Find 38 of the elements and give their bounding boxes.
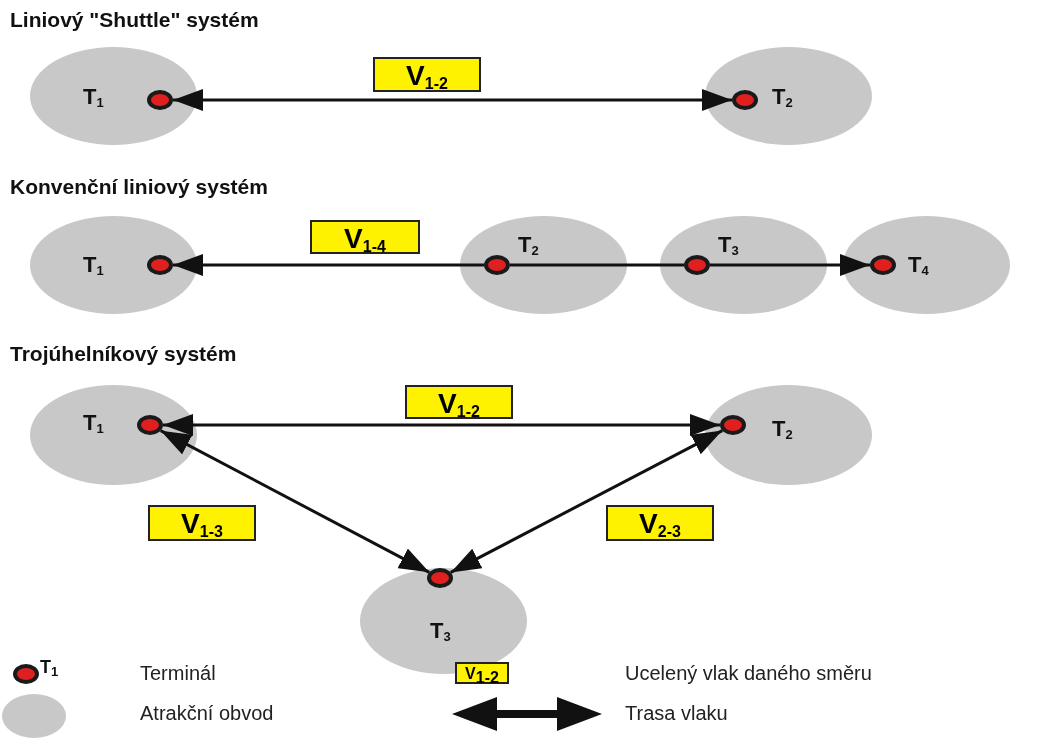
- terminal-label: T$_{1}$: [40, 658, 59, 678]
- section-heading: Trojúhelníkový systém: [10, 342, 237, 366]
- terminal-label: T$_{3}$: [430, 620, 451, 643]
- terminal-label: T$_{1}$: [83, 254, 104, 277]
- edge-label: V$_{1-2}$: [373, 57, 481, 92]
- section-heading: Konvenční liniový systém: [10, 175, 268, 199]
- edge-label: V$_{1-4}$: [310, 220, 420, 254]
- terminal-label: T$_{2}$: [772, 418, 793, 441]
- legend-text: Terminál: [140, 662, 216, 685]
- terminal-dot: [137, 415, 163, 435]
- arrow: [710, 254, 870, 276]
- terminal-label: T$_{2}$: [772, 86, 793, 109]
- arrow: [450, 429, 723, 574]
- terminal-label: T$_{3}$: [718, 234, 739, 257]
- arrow: [160, 429, 430, 574]
- legend-text: Trasa vlaku: [625, 702, 728, 725]
- terminal-dot: [427, 568, 453, 588]
- terminal-label: T$_{2}$: [518, 234, 539, 257]
- section-heading: Liniový "Shuttle" systém: [10, 8, 259, 32]
- arrow: [173, 254, 484, 276]
- terminal-dot: [147, 255, 173, 275]
- terminal-dot: [870, 255, 896, 275]
- legend-text: Atrakční obvod: [140, 702, 274, 725]
- legend-text: Ucelený vlak daného směru: [625, 662, 872, 685]
- edge-label: V$_{1-3}$: [148, 505, 256, 541]
- terminal-label: T$_{4}$: [908, 254, 929, 277]
- terminal-label: T$_{1}$: [83, 412, 104, 435]
- arrow: [173, 89, 732, 111]
- terminal-dot: [684, 255, 710, 275]
- edge-label: V$_{2-3}$: [606, 505, 714, 541]
- terminal-dot: [720, 415, 746, 435]
- edge-label: V$_{1-2}$: [405, 385, 513, 419]
- terminal-dot: [147, 90, 173, 110]
- terminal-label: T$_{1}$: [83, 86, 104, 109]
- terminal-dot: [732, 90, 758, 110]
- arrow: [163, 414, 720, 436]
- terminal-dot: [484, 255, 510, 275]
- route-line: [510, 263, 684, 267]
